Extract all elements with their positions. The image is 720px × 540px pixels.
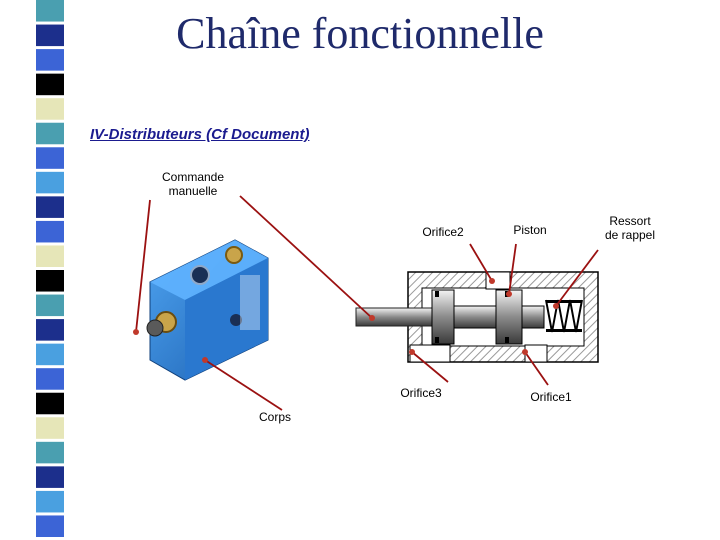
stripe-block [36, 343, 64, 366]
valve-photo [146, 239, 269, 381]
stripe-block [36, 196, 64, 218]
label-corps: Corps [258, 410, 291, 424]
stripe-block [36, 368, 64, 390]
stripe-block [36, 171, 64, 194]
leader-orifice1 [524, 351, 549, 386]
stripe-block [36, 245, 64, 267]
label-ressort-line2: de rappel [604, 228, 656, 242]
label-orifice1: Orifice1 [530, 390, 572, 404]
stripe-block [36, 515, 64, 537]
stripe-block [36, 490, 64, 513]
stripe-block [36, 122, 64, 145]
leader-tips [133, 278, 559, 363]
leader-ressort [555, 249, 599, 307]
stripe-block [36, 417, 64, 439]
page-title: Chaîne fonctionnelle [176, 9, 544, 58]
leader-piston [508, 243, 517, 295]
stripe-block [36, 319, 64, 341]
leader-commande-schematic [239, 195, 373, 319]
valve-schematic [355, 271, 599, 363]
label-commande-line1: Commande [161, 170, 225, 184]
stripe-block [36, 24, 64, 47]
stripe-block [36, 294, 64, 317]
decorative-side-stripe [36, 0, 64, 537]
stripe-block [36, 466, 64, 488]
leader-commande-photo [135, 199, 151, 333]
label-piston: Piston [513, 223, 547, 237]
stripe-block [36, 147, 64, 169]
stripe-block [36, 49, 64, 71]
section-subtitle: IV-Distributeurs (Cf Document) [90, 126, 310, 143]
stripe-block [36, 0, 64, 22]
label-ressort-line1: Ressort [609, 214, 651, 228]
stripe-block [36, 441, 64, 464]
stripe-block [36, 73, 64, 96]
leader-lines [135, 195, 599, 411]
stripe-block [36, 270, 64, 292]
label-commande-manuelle: Commande manuelle [148, 170, 238, 198]
label-orifice2: Orifice2 [422, 225, 464, 239]
label-ressort-de-rappel: Ressort de rappel [592, 214, 668, 242]
stripe-block [36, 98, 64, 120]
leader-orifice3 [411, 351, 449, 383]
leader-orifice2 [469, 243, 493, 282]
stripe-block [36, 220, 64, 243]
stripe-block [36, 392, 64, 415]
leader-corps [204, 359, 283, 411]
label-commande-line2: manuelle [168, 184, 218, 198]
label-orifice3: Orifice3 [400, 386, 442, 400]
